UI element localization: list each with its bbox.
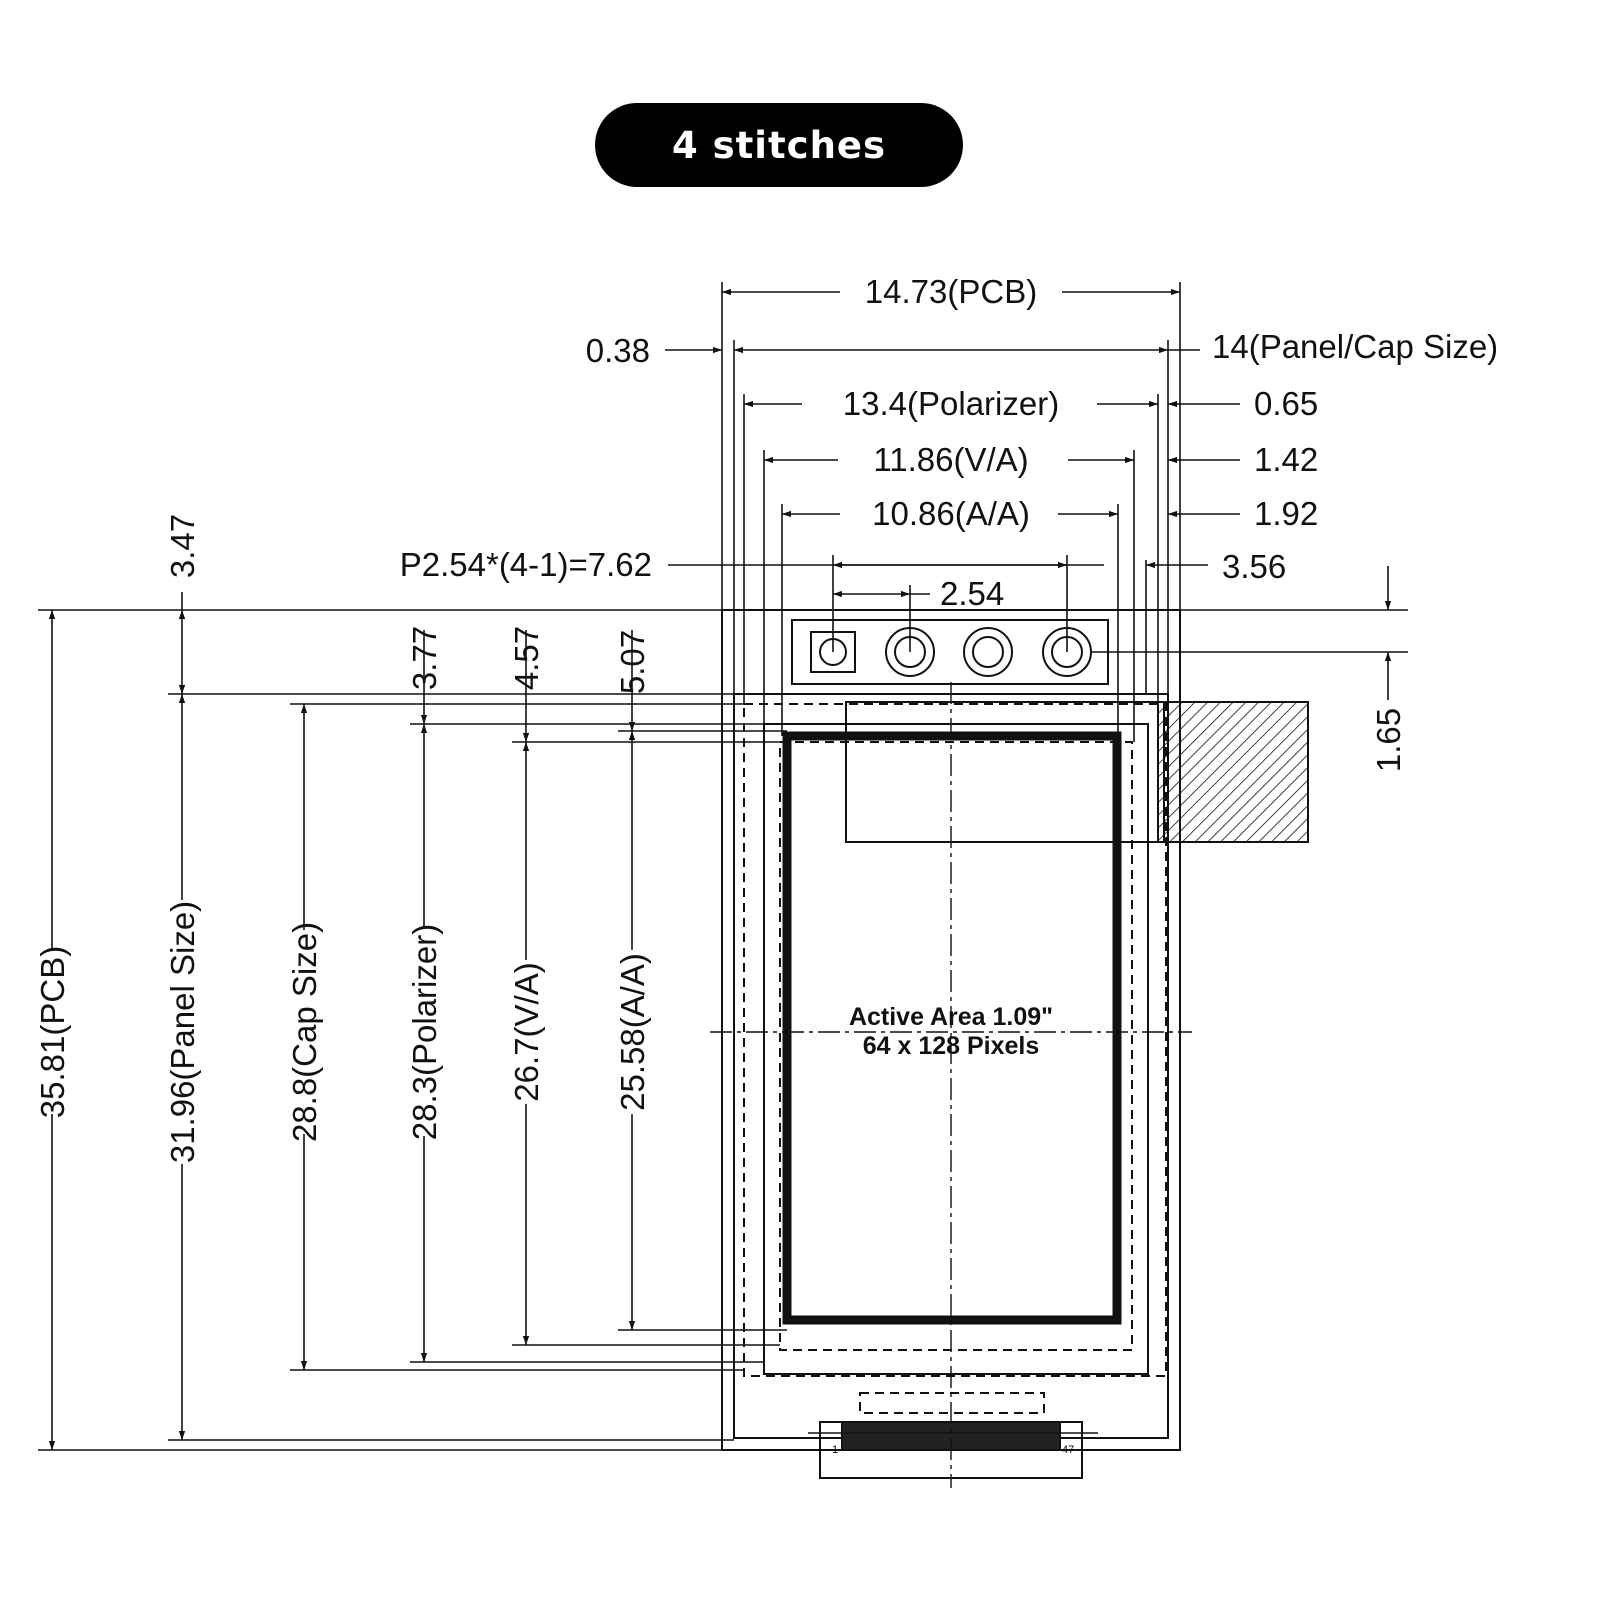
dim-edge-142: 1.42 [1254, 441, 1318, 478]
active-area-line2: 64 x 128 Pixels [863, 1032, 1040, 1060]
dim-top-457: 4.57 [508, 626, 545, 690]
width-dimensions: 14.73(PCB) 0.38 14(Panel/Cap Size) 13.4(… [400, 273, 1498, 742]
pin-3 [963, 627, 1013, 677]
dim-pitch: 2.54 [940, 575, 1004, 612]
active-area-line1: Active Area 1.09" [849, 1003, 1053, 1031]
dim-edge-038: 0.38 [586, 332, 650, 369]
dim-va-height: 26.7(V/A) [508, 962, 545, 1101]
dim-polarizer-height: 28.3(Polarizer) [406, 924, 443, 1140]
dim-aa-width: 10.86(A/A) [872, 495, 1030, 532]
dim-top-347: 3.47 [164, 514, 201, 578]
module-outlines: 1 47 [710, 609, 1309, 1488]
aa-outline [782, 731, 1122, 1325]
dim-panel-height: 31.96(Panel Size) [164, 901, 201, 1163]
dim-edge-192: 1.92 [1254, 495, 1318, 532]
dim-edge-065: 0.65 [1254, 385, 1318, 422]
dim-polarizer-width: 13.4(Polarizer) [843, 385, 1059, 422]
dim-top-507: 5.07 [614, 630, 651, 694]
dim-cap-height: 28.8(Cap Size) [286, 922, 323, 1142]
hatched-fpc-tab [1157, 701, 1309, 843]
connector-dashed [859, 1392, 1045, 1414]
fpc-pin-first: 1 [832, 1444, 838, 1456]
stitches-badge: 4 stitches [595, 103, 963, 187]
polarizer-outline [763, 723, 1149, 1375]
dim-top-377: 3.77 [406, 626, 443, 690]
badge-label: 4 stitches [671, 123, 887, 167]
fpc-pin-last: 47 [1062, 1444, 1074, 1456]
dim-pitch-formula: P2.54*(4-1)=7.62 [400, 546, 652, 583]
dim-pcb-height: 35.81(PCB) [34, 946, 71, 1118]
dim-pcb-width: 14.73(PCB) [865, 273, 1037, 310]
dim-panel-cap-width: 14(Panel/Cap Size) [1212, 328, 1498, 365]
dim-edge-356: 3.56 [1222, 548, 1286, 585]
active-area-label: Active Area 1.09" 64 x 128 Pixels [849, 1003, 1053, 1060]
pin-3-inner [972, 636, 1004, 668]
cap-outline [743, 703, 1167, 1377]
dim-aa-height: 25.58(A/A) [614, 953, 651, 1111]
dim-va-width: 11.86(V/A) [873, 441, 1028, 478]
height-dimensions: 35.81(PCB) 3.47 31.96(Panel Size) 28.8(C… [34, 514, 1408, 1451]
dim-pin-165: 1.65 [1370, 708, 1407, 772]
